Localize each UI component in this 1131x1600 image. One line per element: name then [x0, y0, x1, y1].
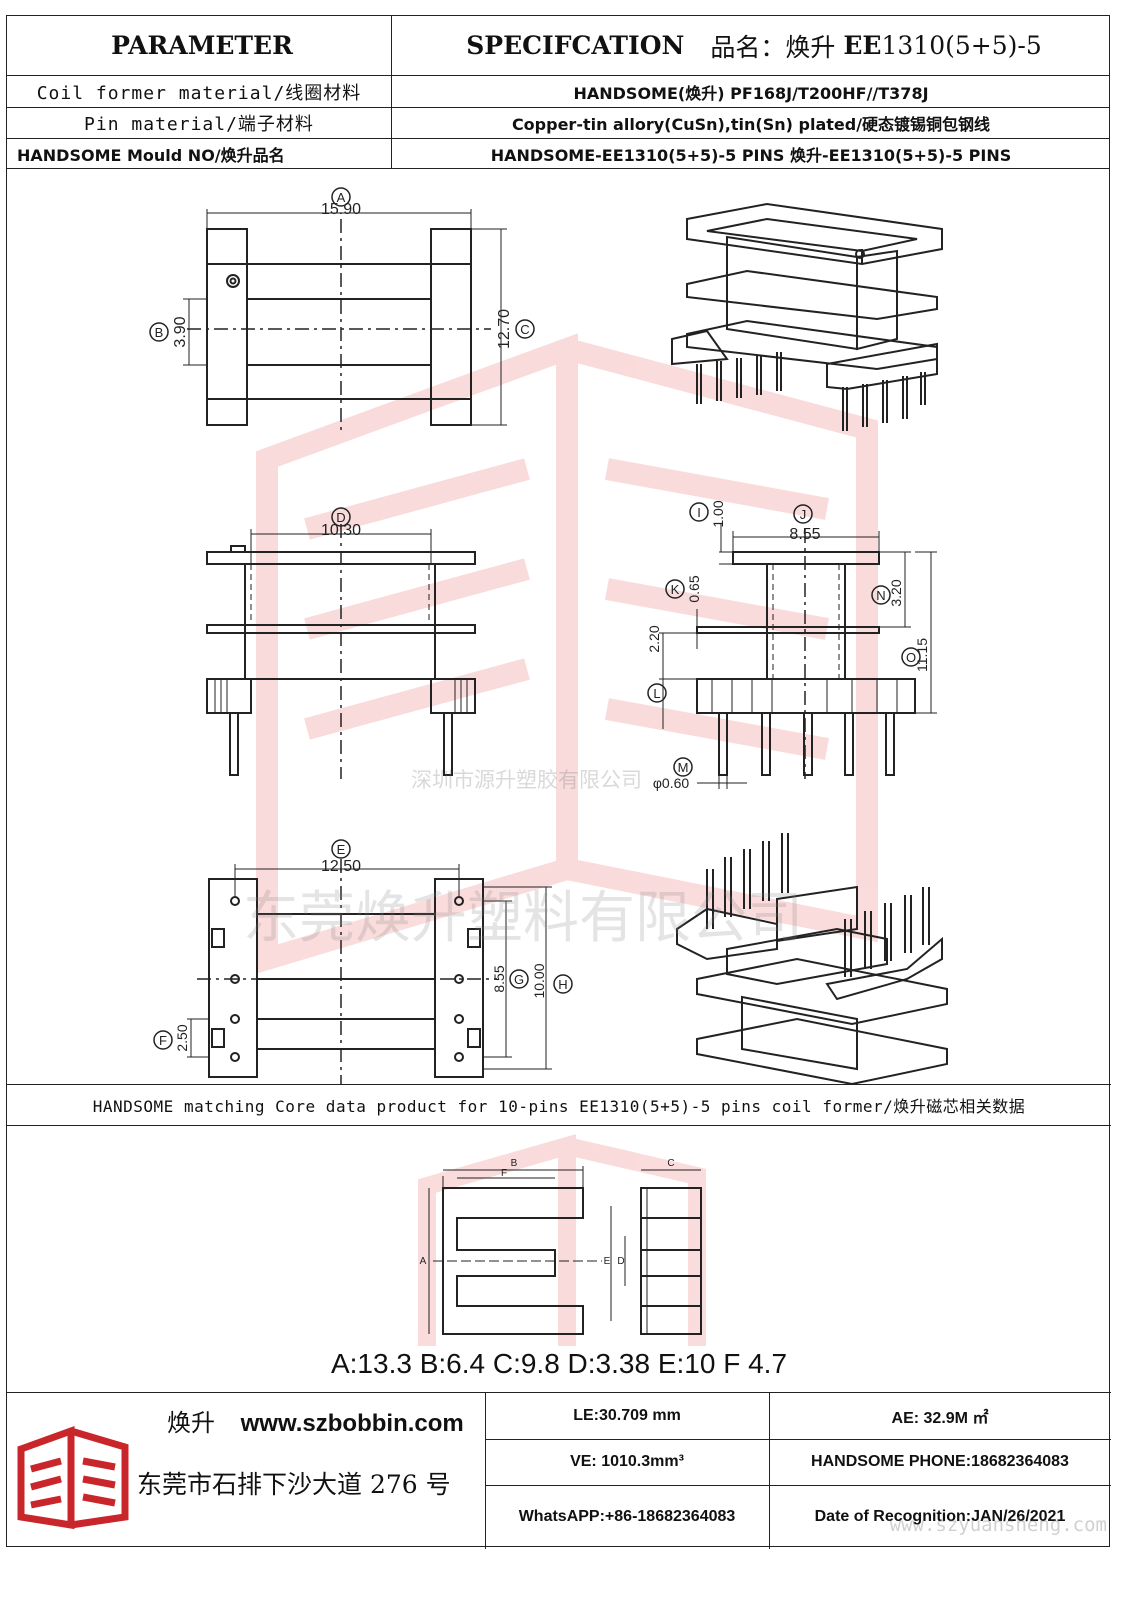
dim-letter: A: [337, 190, 346, 205]
specification-heading: SPECIFCATION 品名：焕升 EE1310(5+5)-5: [397, 16, 1111, 75]
param-row-mould: HANDSOME Mould NO/焕升品名 HANDSOME-EE1310(5…: [7, 139, 1109, 169]
isometric-view-top: [671, 202, 943, 431]
brand-website[interactable]: www.szbobbin.com: [240, 1410, 464, 1437]
dim-value: 11.15: [914, 638, 930, 672]
core-label: C: [667, 1158, 674, 1169]
dim-letter: I: [697, 505, 701, 520]
param-value: HANDSOME-EE1310(5+5)-5 PINS 焕升-EE1310(5+…: [490, 145, 1012, 165]
brand-line: 焕升 www.szbobbin.com: [167, 1403, 464, 1438]
dim-value: 8.55: [491, 965, 507, 992]
dim-letter: J: [800, 507, 807, 522]
dim-value: 1.00: [710, 500, 726, 527]
dim-letter: O: [906, 650, 916, 665]
dim-letter: G: [514, 972, 524, 987]
dim-value: 12.70: [496, 309, 513, 349]
dim-letter: L: [653, 686, 660, 701]
dim-value: φ0.60: [653, 775, 690, 791]
company-address: 东莞市石排下沙大道 276 号: [137, 1470, 451, 1499]
core-label: A: [420, 1256, 427, 1267]
le-value: LE:30.709 mm: [573, 1407, 681, 1424]
dim-letter: D: [336, 510, 345, 525]
dimension-labels: A 15.90 B 3.90 12.70 C D 10.30 I 1.00 J …: [149, 187, 930, 1052]
isometric-view-bottom: [676, 833, 948, 1086]
param-value: HANDSOME(焕升) PF168J/T200HF//T378J: [573, 83, 929, 103]
dim-letter: N: [876, 588, 885, 603]
dim-letter: C: [520, 322, 529, 337]
core-caption-text: HANDSOME matching Core data product for …: [92, 1097, 1026, 1116]
bottom-view: [187, 859, 552, 1084]
core-label: D: [617, 1256, 624, 1267]
core-label: B: [511, 1158, 518, 1169]
front-view: [206, 524, 476, 779]
dim-value: 2.20: [646, 625, 662, 652]
dim-letter: M: [678, 760, 689, 775]
core-dims-text: A:13.3 B:6.4 C:9.8 D:3.38 E:10 F 4.7: [330, 1348, 788, 1379]
watermark-url: www.szyuansheng.com: [889, 1514, 1107, 1536]
product-name-label: 品名：焕升: [710, 32, 836, 62]
footer: 焕升 www.szbobbin.com 东莞市石排下沙大道 276 号 LE:3…: [7, 1392, 1111, 1549]
spec-sheet: PARAMETER SPECIFCATION 品名：焕升 EE1310(5+5)…: [6, 15, 1111, 1549]
drawing-svg: A 15.90 B 3.90 12.70 C D 10.30 I 1.00 J …: [149, 187, 948, 1086]
handsome-logo: [17, 1426, 129, 1530]
core-caption: HANDSOME matching Core data product for …: [7, 1084, 1111, 1126]
core-label: E: [604, 1256, 611, 1267]
parameter-heading: PARAMETER: [111, 31, 293, 60]
dim-value: 2.50: [174, 1024, 190, 1051]
technical-drawing: A 15.90 B 3.90 12.70 C D 10.30 I 1.00 J …: [7, 169, 1111, 1086]
dim-value: 10.00: [531, 963, 547, 998]
top-view: [183, 209, 507, 435]
header-row: PARAMETER SPECIFCATION 品名：焕升 EE1310(5+5)…: [7, 16, 1109, 76]
dim-value: 12.50: [321, 858, 361, 875]
core-labels: B F C A E D: [420, 1158, 675, 1267]
dim-value: 10.30: [321, 522, 361, 539]
dim-value: 3.20: [888, 579, 904, 606]
phone-value: HANDSOME PHONE:18682364083: [811, 1453, 1069, 1470]
param-value: Copper-tin allory(CuSn),tin(Sn) plated/硬…: [511, 115, 991, 134]
ve-value: VE: 1010.3mm³: [570, 1453, 684, 1470]
core-label: F: [501, 1168, 507, 1179]
specification-label: SPECIFCATION: [466, 31, 685, 60]
ae-value: AE: 32.9M ㎡: [891, 1410, 989, 1427]
product-model-suffix: 1310(5+5)-5: [881, 31, 1042, 60]
dim-value: 3.90: [172, 316, 189, 347]
param-row-pin: Pin material/端子材料 Copper-tin allory(CuSn…: [7, 108, 1109, 139]
core-drawing-area: B F C A E D A:13.3 B:6.4 C:9.8 D:3.38 E:…: [7, 1126, 1111, 1392]
watermark-small-text: 深圳市源升塑胶有限公司: [411, 768, 642, 792]
product-model-prefix: EE: [843, 31, 882, 60]
whatsapp-value: WhatsAPP:+86-18682364083: [518, 1508, 736, 1525]
param-label: Coil former material/线圈材料: [36, 82, 362, 104]
dim-letter: K: [671, 582, 680, 597]
param-label: Pin material/端子材料: [84, 114, 314, 135]
brand-name: 焕升: [167, 1409, 215, 1437]
param-label: HANDSOME Mould NO/焕升品名: [17, 145, 285, 165]
date-value: Date of Recognition:JAN/26/2021: [814, 1508, 1066, 1525]
param-row-coil: Coil former material/线圈材料 HANDSOME(焕升) P…: [7, 76, 1109, 108]
e-core: [428, 1166, 602, 1335]
dim-value: 8.55: [789, 526, 820, 543]
core-svg: B F C A E D: [418, 1134, 706, 1365]
e-core-side: [610, 1169, 702, 1335]
dim-letter: E: [337, 842, 346, 857]
side-view: [659, 524, 937, 789]
dim-letter: B: [155, 325, 164, 340]
watermark-large-text: 东莞焕升塑料有限公司: [243, 886, 803, 951]
dim-value: 0.65: [686, 575, 702, 602]
dim-letter: F: [159, 1033, 167, 1048]
dim-letter: H: [558, 977, 567, 992]
dim-value: 15.90: [321, 201, 361, 218]
